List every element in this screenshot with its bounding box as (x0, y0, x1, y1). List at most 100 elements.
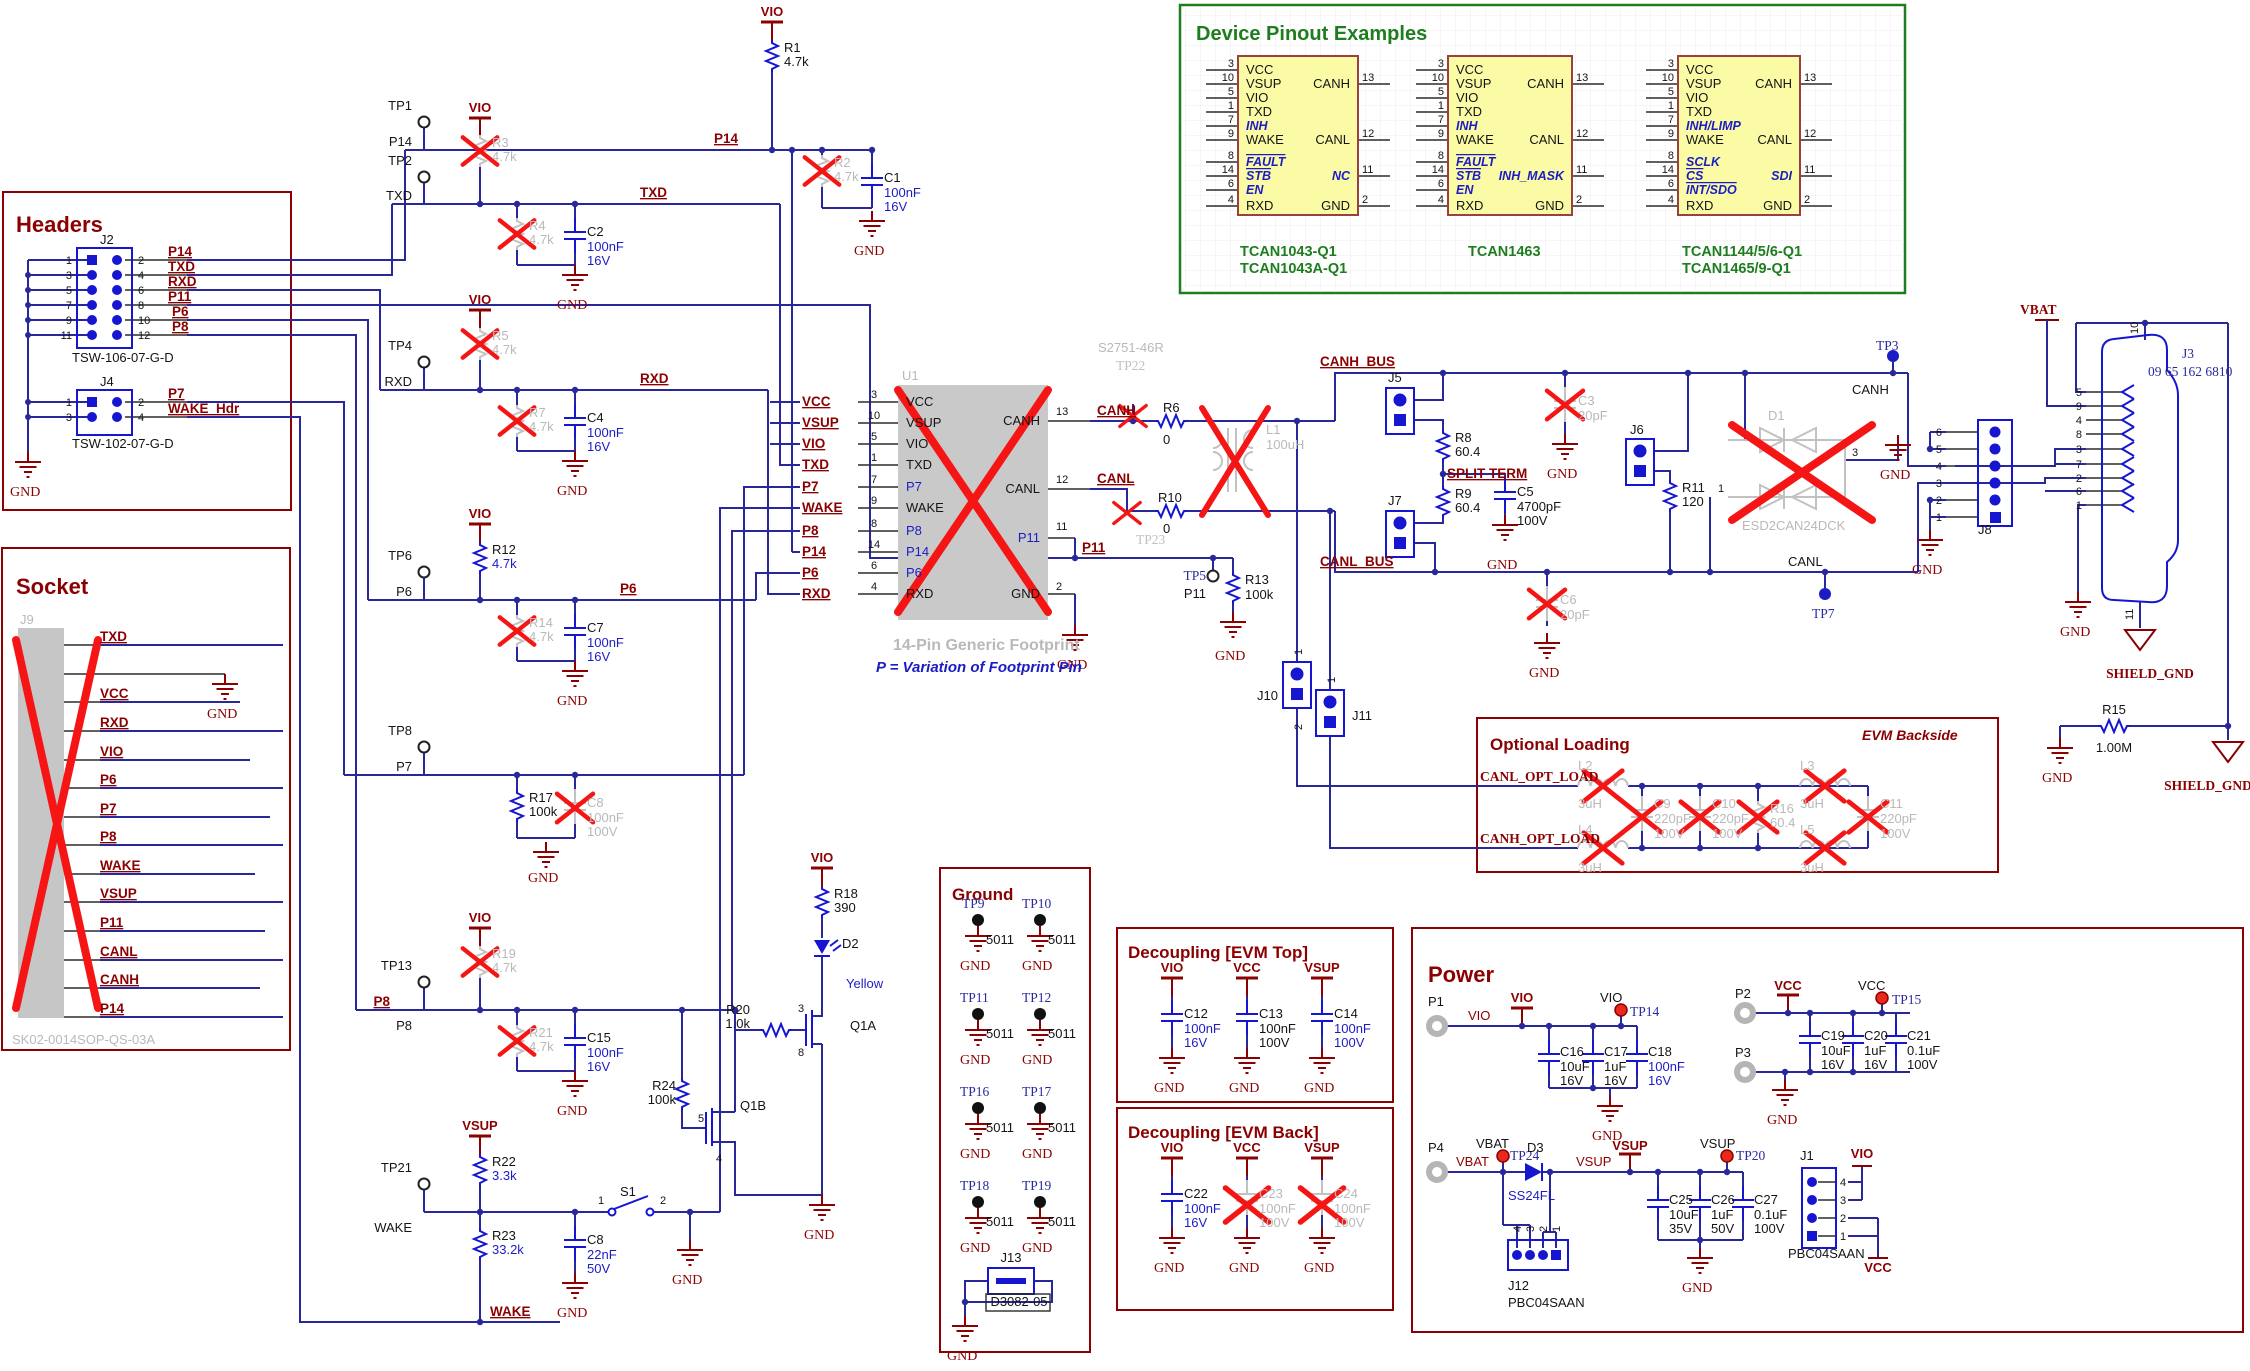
r7-val: 4.7k (529, 419, 554, 434)
p1-gnd: GND (1592, 1129, 1622, 1144)
r23-val: 33.2k (492, 1242, 524, 1257)
chip2-pinnum-14: 14 (1432, 164, 1444, 176)
tp16-ref: TP16 (960, 1084, 990, 1099)
tp18-testpoint (972, 1196, 984, 1208)
c21-val2: 100V (1907, 1057, 1938, 1072)
j2-net-p6: P6 (172, 304, 189, 319)
c8b-val1: 22nF (587, 1247, 617, 1262)
c13-gnd: GND (1229, 1081, 1259, 1096)
u1-net-vsup: VSUP (802, 415, 839, 430)
c20-val2: 16V (1864, 1057, 1887, 1072)
j5-ref: J5 (1388, 370, 1402, 385)
q1a-pin3: 3 (798, 1003, 804, 1015)
j1-pin2: 2 (1840, 1213, 1846, 1225)
u1-in-gnd: GND (1011, 586, 1040, 601)
p14-net: P14 (714, 131, 739, 146)
c9-ref: C9 (1654, 796, 1671, 811)
c14-val2: 100V (1334, 1035, 1365, 1050)
l3-val: 3uH (1800, 796, 1824, 811)
c8a-val2: 100V (587, 824, 618, 839)
c9-val1: 220pF (1654, 811, 1691, 826)
chip2-pinnum-2: 2 (1576, 194, 1582, 206)
tp23-ref: TP23 (1136, 532, 1166, 547)
c2-gnd: GND (557, 298, 587, 313)
tp6-net: P6 (396, 584, 412, 599)
p3-ref: P3 (1735, 1045, 1751, 1060)
tp12-val: 5011 (1048, 1026, 1076, 1041)
chip1-fault: FAULT (1246, 155, 1287, 169)
j12-ref: J12 (1508, 1278, 1529, 1293)
u1-pinnum-4: 4 (871, 581, 877, 593)
chip3-pinnum-6: 6 (1668, 178, 1674, 190)
s1-pin2: 2 (660, 1195, 666, 1207)
c2-val2: 16V (587, 253, 610, 268)
txd-net: TXD (640, 185, 667, 200)
tp4-ref: TP4 (388, 338, 412, 353)
u1-in-canh: CANH (1003, 413, 1040, 428)
j2-net-p14: P14 (168, 244, 193, 259)
tp15-testpoint (1875, 991, 1889, 1005)
c3-val: 20pF (1578, 408, 1608, 423)
tp5-testpoint (1206, 569, 1220, 583)
c1-gnd: GND (854, 244, 884, 259)
tp18-ref: TP18 (960, 1178, 990, 1193)
c16-val2: 16V (1560, 1073, 1583, 1088)
tp2-ref: TP2 (388, 153, 412, 168)
j9-net-vio: VIO (100, 744, 123, 759)
j2-pin-3: 3 (66, 270, 72, 282)
u1-pinnum-13: 13 (1056, 406, 1068, 418)
j4-pin-3: 3 (66, 412, 72, 424)
r15-ref: R15 (2102, 702, 2126, 717)
j3-pin7: 7 (2076, 459, 2082, 471)
c10-val1: 220pF (1712, 811, 1749, 826)
chip2-pinnum-6: 6 (1438, 178, 1444, 190)
r13-val: 100k (1245, 587, 1274, 602)
j3-pin5: 5 (2076, 387, 2082, 399)
j9-net-wake: WAKE (100, 858, 141, 873)
r16-ref: R16 (1770, 801, 1794, 816)
j12-part: PBC04SAAN (1508, 1295, 1585, 1310)
tp17-ref: TP17 (1022, 1084, 1052, 1099)
j9-net-canh: CANH (100, 972, 139, 987)
chip3-rxd: RXD (1686, 198, 1713, 213)
j11-pin1: 1 (1326, 677, 1338, 683)
chip3-vcc: VCC (1686, 62, 1713, 77)
j4-pin-4: 4 (138, 412, 144, 424)
j10-pin1: 1 (1293, 649, 1305, 655)
tp13-testpoint (417, 975, 431, 989)
power-box (1411, 927, 2244, 1333)
u1-in-vcc: VCC (906, 394, 933, 409)
j4-header (76, 389, 133, 436)
j13-gnd: GND (947, 1349, 977, 1364)
j2-pin-10: 10 (138, 315, 150, 327)
p3-gnd: GND (1767, 1113, 1797, 1128)
d3-part: SS24FL (1508, 1188, 1555, 1203)
dback-vsup: VSUP (1304, 1140, 1340, 1155)
u1-gnd: GND (1057, 658, 1087, 673)
l2-ref: L2 (1578, 758, 1592, 773)
c10-ref: C10 (1712, 796, 1736, 811)
tp3-testpoint (1887, 350, 1899, 362)
j9-net-canl: CANL (100, 944, 138, 959)
tp9-ref: TP9 (962, 896, 985, 911)
led-gnd: GND (804, 1228, 834, 1243)
j12-header (1507, 1239, 1569, 1271)
j9-net-p14: P14 (100, 1001, 125, 1016)
s2751-ref: S2751-46R (1098, 340, 1164, 355)
chip3-intsdo: INT/SDO (1686, 183, 1737, 197)
j1-pin3: 3 (1840, 1195, 1846, 1207)
r9-ref: R9 (1455, 486, 1472, 501)
c12-gnd: GND (1154, 1081, 1184, 1096)
vio-flag-r12: VIO (469, 506, 491, 521)
chip1-canh: CANH (1313, 76, 1350, 91)
c14-val1: 100nF (1334, 1021, 1371, 1036)
j1-part: PBC04SAAN (1788, 1246, 1865, 1261)
j8-pin5: 5 (1936, 444, 1942, 456)
d3-diode (1525, 1163, 1542, 1181)
u1-pinnum-11: 11 (1056, 521, 1067, 533)
chip1-en: EN (1246, 183, 1264, 197)
c12-ref: C12 (1184, 1006, 1208, 1021)
chip3-pinnum-1: 1 (1668, 100, 1674, 112)
tp16-val: 5011 (986, 1120, 1014, 1135)
socket-box (1, 547, 291, 1051)
